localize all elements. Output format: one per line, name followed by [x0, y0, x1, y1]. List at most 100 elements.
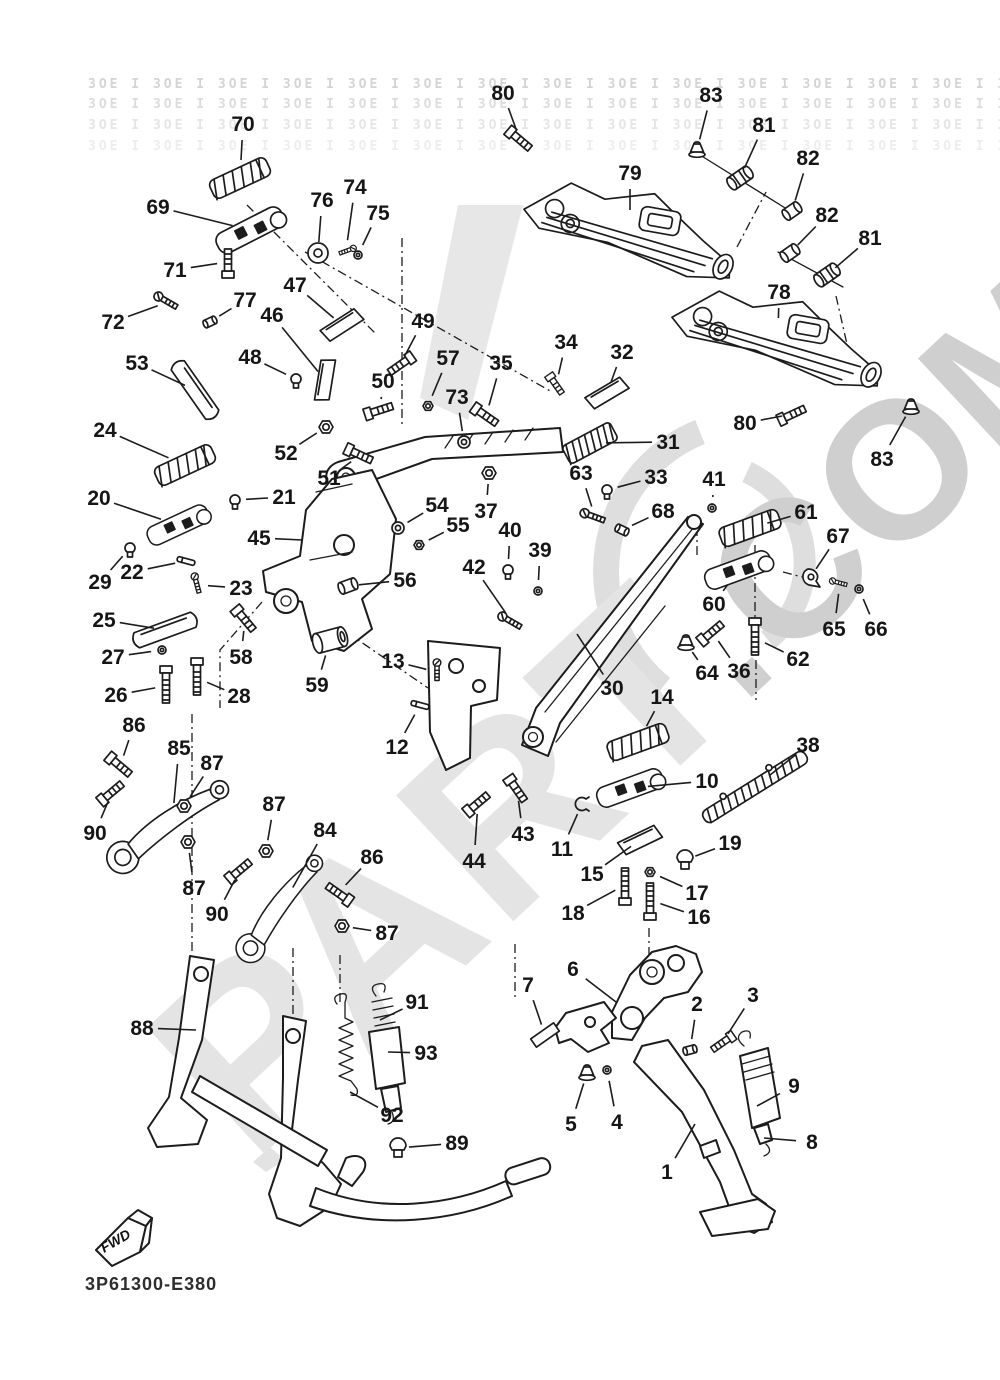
leader-line: [567, 813, 579, 835]
part-label: 73: [445, 386, 468, 409]
part-label: 35: [489, 352, 513, 375]
part-label: 90: [83, 822, 106, 845]
leader-line: [537, 565, 540, 581]
leader-line: [100, 801, 109, 819]
part-label: 58: [229, 646, 253, 669]
part-glyph-clip: [802, 568, 821, 588]
leader-line: [691, 651, 699, 661]
leader-line: [756, 1092, 781, 1107]
part-glyph-bolt: [95, 780, 126, 808]
watermark-swirl: [742, 462, 816, 649]
leader-line: [482, 579, 507, 614]
part-label: 51: [317, 467, 341, 490]
part-label: 36: [727, 660, 750, 683]
leader-line: [695, 847, 716, 857]
leader-line: [190, 262, 218, 269]
part-glyph-washer-small: [533, 586, 543, 596]
part-glyph-bolt: [502, 772, 529, 804]
part-label: 92: [380, 1104, 403, 1127]
leader-line: [281, 326, 319, 373]
leader-line: [645, 710, 656, 727]
leader-line: [585, 487, 593, 507]
part-glyph-holder: [146, 504, 212, 546]
part-label: 46: [260, 304, 283, 327]
part-label: 82: [815, 204, 838, 227]
part-glyph-holder: [215, 206, 288, 254]
leader-line: [113, 502, 162, 520]
part-glyph-linkarm: [235, 854, 324, 964]
part-glyph-bolt: [695, 620, 726, 648]
part-glyph-bolt: [386, 350, 418, 377]
part-glyph-screw: [190, 572, 202, 594]
fwd-arrow: FWD: [95, 1209, 153, 1267]
leader-line: [717, 640, 731, 659]
leader-line: [586, 889, 616, 907]
leader-line: [407, 512, 424, 524]
part-label: 10: [695, 770, 718, 793]
part-glyph-collar: [781, 200, 803, 222]
part-glyph-footrest: [718, 508, 782, 549]
leader-line: [428, 531, 445, 541]
part-glyph-plate: [313, 359, 337, 401]
leader-line: [379, 1008, 403, 1021]
part-label: 82: [796, 147, 819, 170]
leader-line: [403, 714, 416, 734]
leader-line: [815, 548, 830, 570]
part-label: 57: [436, 347, 459, 370]
leader-line: [349, 1091, 379, 1109]
leader-line: [458, 412, 464, 432]
part-label: 61: [794, 501, 818, 524]
part-label: 9: [788, 1075, 800, 1098]
leader-line: [128, 650, 152, 656]
part-glyph-bushing: [813, 262, 841, 288]
part-label: 67: [826, 525, 849, 548]
part-label: 1: [661, 1161, 673, 1184]
watermark-fragment: [253, 1147, 285, 1172]
part-label: 6: [567, 958, 579, 981]
part-glyph-plate: [584, 376, 630, 410]
part-label: 48: [238, 346, 262, 369]
part-glyph-collar: [779, 242, 801, 264]
leader-line: [404, 334, 417, 356]
leader-line: [131, 687, 156, 693]
part-labels: 7069717674757277474648534950577335525121…: [83, 82, 893, 1184]
watermark-fragment: [420, 205, 523, 420]
part-glyph-washer-small: [602, 1065, 612, 1075]
part-glyph-footrest: [153, 443, 217, 488]
part-glyph-nut: [318, 420, 334, 434]
part-glyph-nut-flange: [902, 398, 920, 416]
leader-line: [346, 202, 354, 241]
part-glyph-nut: [334, 919, 350, 933]
part-glyph-washer-small: [707, 503, 717, 513]
leader-line: [557, 357, 564, 375]
part-glyph-screw: [828, 577, 848, 588]
part-label: 45: [247, 527, 271, 550]
part-glyph-washer-small: [353, 250, 363, 260]
leader-line: [835, 593, 840, 614]
part-label: 31: [656, 431, 680, 454]
part-glyph-collar-small: [614, 523, 630, 537]
leader-line: [408, 1143, 442, 1148]
part-glyph-nut: [258, 844, 274, 858]
part-label: 56: [393, 569, 416, 592]
part-label: 79: [618, 162, 641, 185]
part-label: 43: [511, 823, 534, 846]
part-label: 88: [130, 1017, 154, 1040]
leader-line: [358, 580, 390, 586]
part-label: 54: [425, 494, 449, 517]
leader-line: [119, 621, 155, 629]
part-glyph-screw: [497, 611, 523, 631]
leader-line: [507, 545, 510, 560]
part-glyph-nut-flange: [677, 634, 695, 652]
part-label: 2: [691, 993, 703, 1016]
part-label: 5: [565, 1113, 577, 1136]
part-glyph-nut-flange: [688, 141, 706, 159]
leader-line: [474, 813, 478, 846]
leader-line: [889, 416, 907, 446]
part-glyph-pin: [176, 555, 196, 567]
part-glyph-collar: [337, 577, 359, 595]
leader-line: [241, 630, 245, 642]
leader-line: [240, 139, 243, 161]
part-label: 65: [822, 618, 846, 641]
leader-line: [245, 497, 269, 501]
